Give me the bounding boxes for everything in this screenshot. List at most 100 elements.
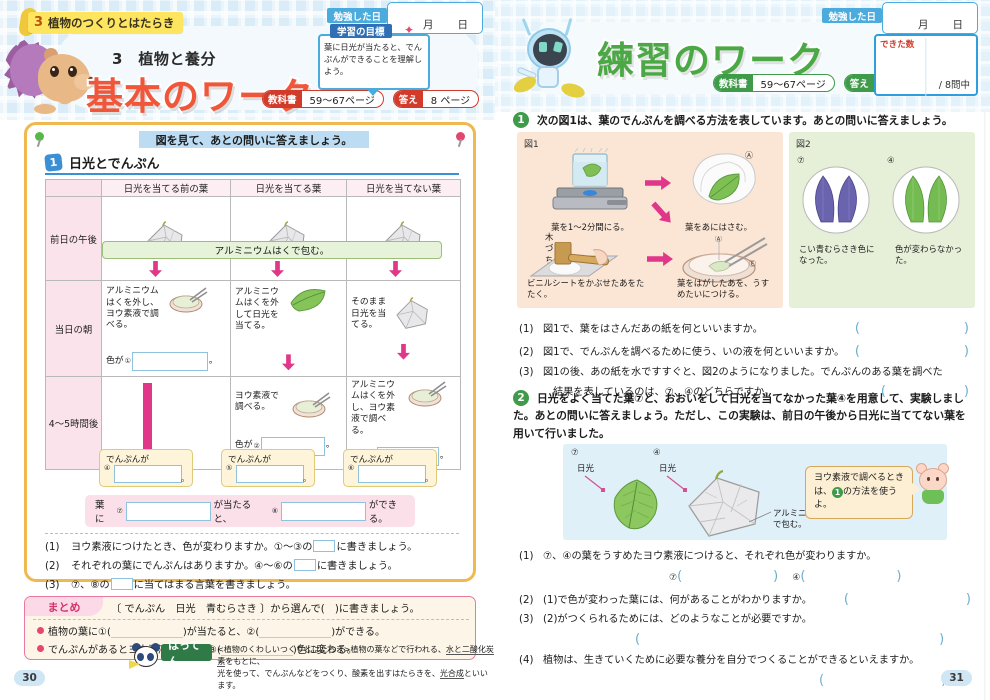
table-col-header-2: 日光を当てない葉 xyxy=(346,179,461,197)
q2-fig-sun-label-a: 日光 xyxy=(577,464,595,474)
summary-row-1: 植物の葉に①( )が当たると、②( )ができる。 xyxy=(37,623,385,638)
answer-pages-chip: 答え 8 ページ xyxy=(392,90,480,108)
learning-goal-text: 葉に日光が当たると、でんぷんができることを理解しよう。 xyxy=(324,42,423,76)
q1-sub-3-answer-field[interactable]: ( ) xyxy=(880,384,969,400)
q2-sub-4-answer-row: ( ) xyxy=(519,670,971,693)
left-question-2-text-b: に書きましょう。 xyxy=(316,560,398,572)
right-question-1-prompt: 次の図1は、葉のでんぷんを調べる方法を表しています。あとの問いに答えましょう。 xyxy=(537,114,953,127)
q2-sub-2-text: (1)で色が変わった葉には、何があることがわかりますか。 xyxy=(543,594,812,606)
figure-2-item-2-mark: ④ xyxy=(887,156,895,166)
cell-prev-afternoon-2 xyxy=(346,196,461,281)
summary-blank-3[interactable] xyxy=(220,641,293,656)
conclusion-bar: 葉に ⑦ が当たると、 ⑧ ができる。 xyxy=(85,495,415,527)
q1-sub-3-text: 図1の後、あの紙を水ですすぐと、図2のようになりました。でんぷんのある葉を調べた xyxy=(543,366,943,378)
answer-blank-5[interactable] xyxy=(236,465,304,483)
textbook-chip-key: 教科書 xyxy=(714,75,753,91)
cell-later-1-blank-label: 色が xyxy=(234,440,253,451)
hatten-line2-underlined: 光合成 xyxy=(439,669,464,679)
flow-arrow-down-icon xyxy=(281,354,295,371)
study-date-box[interactable]: 月 日 xyxy=(882,2,978,34)
petri-dish-icon xyxy=(292,391,331,418)
q2-sub-1-mark-b: ④ xyxy=(792,572,801,583)
q2-sub-2-number: (2) xyxy=(519,594,534,606)
q1-sub-2-answer-field[interactable]: ( ) xyxy=(854,343,969,359)
cell-morning-0-end: 。 xyxy=(208,355,218,366)
hint-line-2-pre: は、 xyxy=(814,486,833,497)
q2-sub-1-answer-field-b[interactable]: ( ) xyxy=(800,568,902,584)
q1-sub-1-answer-field[interactable]: ( ) xyxy=(854,321,969,336)
green-leaf-icon xyxy=(613,479,658,530)
summary-row-1-mid: )が当たると、②( xyxy=(182,627,260,638)
green-leaf-icon xyxy=(290,288,326,312)
left-page: 3 植物のつくりとはたらき 3 植物と養分 基本のワーク 教科書 59〜67ペー… xyxy=(0,0,495,700)
panda-mascot-icon xyxy=(129,643,160,670)
answer-blank-8[interactable] xyxy=(281,501,366,521)
sparkle-icon: ✦ xyxy=(404,23,415,37)
answer-chip-value: 8 ページ xyxy=(430,95,471,107)
q1-sub-3: (3) 図1の後、あの紙を水ですすぐと、図2のようになりました。でんぷんのある葉… xyxy=(519,364,969,382)
starch-box-1-label: でんぷんが xyxy=(106,455,149,465)
figure-2-caption-1: こい青むらさき色になった。 xyxy=(799,244,875,266)
robot-mascot-icon xyxy=(509,17,593,104)
hatten-line1-b: をもとに、 xyxy=(225,657,265,666)
foil-caption-leader-icon xyxy=(749,511,772,523)
summary-blank-1[interactable] xyxy=(110,623,183,638)
paper-with-leaf-icon: Ⓐ xyxy=(692,151,756,205)
hatten-line1-underlined: 水と二酸化炭素 xyxy=(217,645,494,667)
inline-blank[interactable] xyxy=(313,540,336,552)
q2-sub-1-number: (1) xyxy=(519,551,534,562)
hatten-badge: はってん xyxy=(160,639,213,668)
figure-1-tool-label: 木づち xyxy=(545,232,554,265)
starch-box-2: でんぷんが ⑤ 。 xyxy=(221,449,315,487)
q2-sub-1-answer-field-a[interactable]: ( ) xyxy=(677,568,779,584)
figure-1-arrow-right-icon xyxy=(645,176,671,190)
left-question-3-number: (3) xyxy=(45,579,60,591)
q2-prompt-line-2: た。あとの問いに答えましょう。ただし、この実験は、前日の午後から日光に当ててない… xyxy=(513,409,966,423)
inline-blank[interactable] xyxy=(110,577,133,590)
q2-sub-3-text: (2)がつくられるためには、どのようなことが必要ですか。 xyxy=(543,614,812,626)
q2-sub-1-answers: ⑦ ( ) ④ ( ) xyxy=(519,566,971,589)
answer-blank-7[interactable] xyxy=(125,501,211,521)
q1-sub-3-number: (3) xyxy=(519,366,534,378)
summary-instruction: 〔 でんぷん 日光 青むらさき 〕から選んで( )に書きましょう。 xyxy=(111,604,420,615)
q2-sub-4-number: (4) xyxy=(519,654,534,666)
beaker-heating-icon xyxy=(552,148,628,210)
answer-blank-4[interactable] xyxy=(114,465,182,483)
conclusion-pre: 葉に xyxy=(95,500,105,525)
hint-line-1: ヨウ素液で調べるとき xyxy=(814,473,905,483)
score-total: / 8問中 xyxy=(938,80,970,91)
right-question-2-number: 2 xyxy=(513,390,529,406)
textbook-pages-chip: 教科書 59〜67ページ xyxy=(262,90,384,108)
q2-sub-2-answer-field[interactable]: ( ) xyxy=(843,591,971,607)
cell-morning-1: アルミニウムはくを外して日光を当てる。 xyxy=(229,280,348,377)
hatten-line1-a: <植物のくわしいつくりとはたらき>植物の葉などで行われる、 xyxy=(217,645,446,654)
bullet-icon xyxy=(37,627,44,634)
hatten-footnote: はってん <植物のくわしいつくりとはたらき>植物の葉などで行われる、水と二酸化炭… xyxy=(129,639,495,692)
cell-later-2-end: 。 xyxy=(439,450,449,461)
figure-1-caption-1: 葉を1〜2分間にる。 xyxy=(551,222,629,232)
q1-sub-1-number: (1) xyxy=(519,324,534,335)
cell-morning-0-text: アルミニウムはくを外し、ヨウ素液で調べる。 xyxy=(106,286,159,331)
q1-sub-2-number: (2) xyxy=(519,346,534,358)
answer-blank-6[interactable] xyxy=(358,465,426,483)
summary-blank-2[interactable] xyxy=(259,623,332,638)
study-date-box[interactable]: 月 日 xyxy=(387,2,483,34)
table-col-header-0: 日光を当てる前の葉 xyxy=(101,179,231,197)
answer-blank-1[interactable] xyxy=(131,351,208,371)
q2-sub-3: (3) (2)がつくられるためには、どのようなことが必要ですか。 xyxy=(519,611,971,629)
left-question-2-text-a: それぞれの葉にでんぷんはありますか。④〜⑥の xyxy=(71,560,293,572)
table-col-header-1: 日光を当てる葉 xyxy=(229,179,348,197)
hatten-line2-b: といいます。 xyxy=(217,669,488,690)
chapter-heading: 3 植物と養分 xyxy=(112,50,216,68)
q2-sub-3-answer-field[interactable]: ( ) xyxy=(635,632,945,648)
inline-blank[interactable] xyxy=(293,558,316,571)
cell-prev-afternoon-0 xyxy=(101,196,231,281)
answer-chip-key: 答え xyxy=(393,91,423,107)
figure-1-caption-2: 葉をあにはさむ。 xyxy=(685,222,752,232)
summary-row-1-pre: 植物の葉に①( xyxy=(48,627,111,638)
starch-box-2-end: 。 xyxy=(303,474,311,483)
petri-dish-icon xyxy=(408,381,447,407)
q2-sub-4-answer-field[interactable]: ( ) xyxy=(819,672,947,688)
figure-2-caption-2: 色が変わらなかった。 xyxy=(895,244,962,266)
